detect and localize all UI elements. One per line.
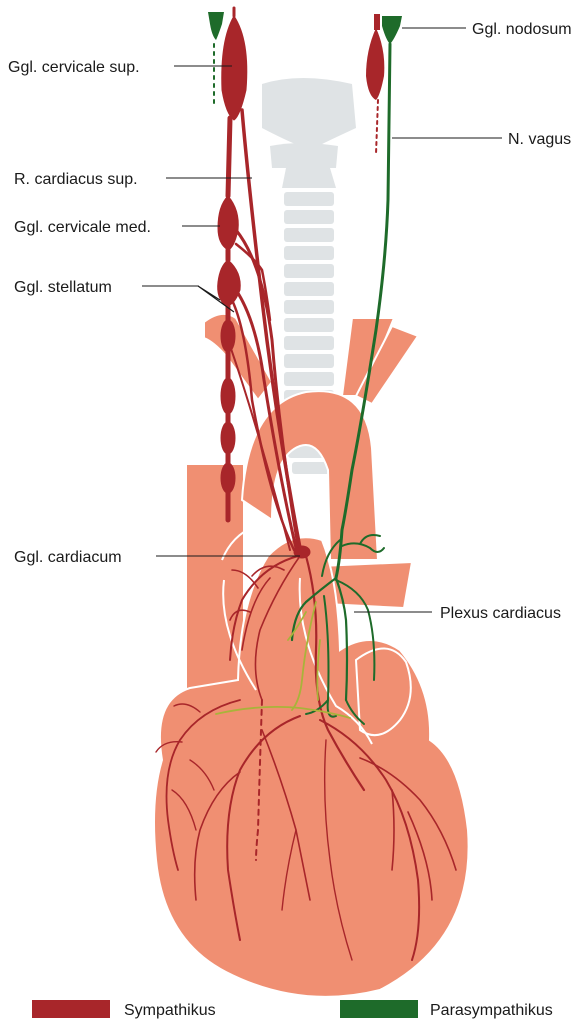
label-ggl-cervicale-med: Ggl. cervicale med. [14, 219, 151, 236]
vertebra-6 [284, 282, 334, 296]
vertebra-8 [284, 318, 334, 332]
vagus-ganglion-left-top [208, 12, 224, 40]
legend-label-parasympathikus: Parasympathikus [430, 1002, 553, 1019]
legend-label-sympathikus: Sympathikus [124, 1002, 216, 1019]
cervical-vertebra-mid [270, 143, 338, 168]
vertebra-11 [284, 372, 334, 386]
ggl-stellatum-ganglion [218, 260, 241, 306]
vertebra-9 [284, 336, 334, 350]
vertebra-4 [284, 246, 334, 260]
sympathetic-chain-ganglion-3 [221, 422, 235, 454]
ggl-nodosum-ganglion [382, 16, 402, 44]
brachiocephalic-vessel-right [204, 314, 272, 400]
vertebra-5 [284, 264, 334, 278]
sympathetic-chain-ganglion-2 [221, 378, 235, 414]
vertebra-10 [284, 354, 334, 368]
ggl-cervicale-sup-ganglion [222, 16, 247, 120]
vertebra-7 [284, 300, 334, 314]
label-ggl-stellatum: Ggl. stellatum [14, 279, 112, 296]
legend-swatch-parasympathikus [340, 1000, 418, 1018]
legend: Sympathikus Parasympathikus [32, 1000, 553, 1019]
vertebra-3 [284, 228, 334, 242]
right-sympathetic-ganglion-top [374, 14, 380, 30]
vena-cava-superior [186, 464, 244, 700]
label-r-cardiacus-sup: R. cardiacus sup. [14, 171, 138, 188]
aortic-arch [242, 391, 378, 560]
legend-swatch-sympathikus [32, 1000, 110, 1018]
label-ggl-cervicale-sup: Ggl. cervicale sup. [8, 59, 140, 76]
ggl-cervicale-med-ganglion [218, 196, 238, 250]
sympathetic-chain-ganglion-1 [221, 320, 235, 352]
cervical-cardiac-nerve-4 [236, 244, 270, 320]
sympathetic-chain-ganglion-4 [221, 463, 235, 493]
label-ggl-nodosum: Ggl. nodosum [472, 21, 572, 38]
label-plexus-cardiacus: Plexus cardiacus [440, 605, 561, 622]
symp-dashed-trunk-nodosum [376, 100, 378, 154]
label-ggl-cardiacum: Ggl. cardiacum [14, 549, 122, 566]
label-n-vagus: N. vagus [508, 131, 571, 148]
vertebra-2 [284, 210, 334, 224]
thyroid-cartilage [282, 168, 336, 188]
vertebra-1 [284, 192, 334, 206]
cervical-vertebra-upper [262, 78, 356, 146]
right-sympathetic-ganglion-upper [366, 28, 384, 100]
